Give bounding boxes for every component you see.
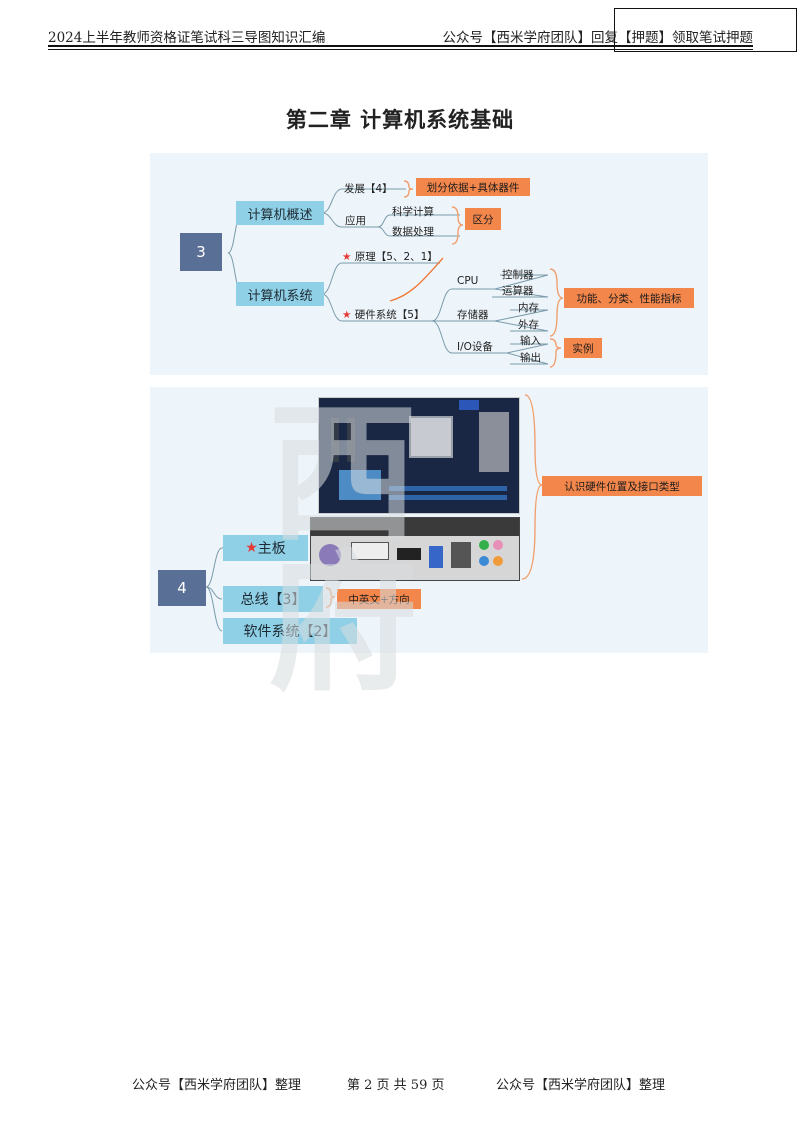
label-input: 输入 [520, 335, 541, 347]
header-highlight-box [614, 8, 797, 52]
page-number: 第 2 页 共 59 页 [347, 1078, 445, 1093]
label-principle: ★ 原理【5、2、1】 [342, 249, 438, 264]
footer-right-text: 公众号【西米学府团队】整理 [496, 1078, 666, 1093]
mindmap-computer-system: 3 计算机概述 计算机系统 发展【4】 划分依据+具体器件 应用 科学计算 数据… [150, 153, 708, 375]
audio-jack-orange [493, 556, 503, 566]
vga-port [459, 400, 479, 410]
mindmap-motherboard: 认识硬件位置及接口类型 4 ★主板 总线【3】 中英文+方向 软件系统【2】 [150, 387, 708, 653]
tag-bus-chinese-english: 中英文+方向 [337, 589, 421, 609]
lan-port [451, 542, 471, 568]
label-storage: 存储器 [457, 309, 489, 321]
usb3-port [429, 546, 443, 568]
ps2-port [319, 544, 341, 566]
mindmap-connectors [227, 180, 564, 368]
watermark-logo: 西 府 [268, 388, 419, 712]
pcie-slot-2 [347, 418, 355, 462]
node-motherboard: ★主板 [223, 535, 308, 561]
node-bus: 总线【3】 [223, 586, 323, 612]
tag-example: 实例 [564, 338, 602, 358]
ram-slot-2 [389, 495, 507, 500]
motherboard-image [318, 397, 520, 514]
pcie-slot [331, 418, 339, 462]
cpu-socket [409, 416, 453, 458]
header-rule-thin [48, 49, 753, 50]
chapter-title: 第二章 计算机系统基础 [285, 108, 515, 132]
io-panel-image [310, 517, 520, 581]
label-controller: 控制器 [502, 269, 534, 281]
label-alu: 运算器 [502, 285, 534, 297]
label-external-storage: 外存 [518, 319, 539, 331]
dvi-port [351, 542, 389, 560]
audio-jack-blue [479, 556, 489, 566]
audio-jack-pink [493, 540, 503, 550]
label-io: I/O设备 [457, 341, 493, 353]
label-cpu: CPU [457, 275, 479, 287]
label-memory: 内存 [518, 302, 539, 314]
footer-left-text: 公众号【西米学府团队】整理 [132, 1078, 302, 1093]
page-header: 2024上半年教师资格证笔试科三导图知识汇编 公众号【西米学府团队】回复【押题】… [48, 24, 753, 46]
label-hardware-text: 硬件系统【5】 [354, 309, 425, 321]
node-motherboard-text: 主板 [257, 541, 286, 557]
header-rule [48, 45, 753, 47]
vrm-heatsink [479, 412, 509, 472]
chipset-heatsink [339, 470, 381, 500]
audio-jack-green [479, 540, 489, 550]
label-application: 应用 [345, 215, 366, 227]
tag-function-classification: 功能、分类、性能指标 [564, 288, 694, 308]
ram-slot [389, 486, 507, 491]
label-data-processing: 数据处理 [392, 226, 434, 238]
label-development: 发展【4】 [344, 183, 393, 195]
node-software-system: 软件系统【2】 [223, 618, 357, 644]
label-principle-text: 原理【5、2、1】 [354, 251, 438, 263]
hdmi-port [397, 548, 421, 560]
root-node-4: 4 [158, 570, 206, 606]
label-output: 输出 [520, 352, 541, 364]
header-left-text: 2024上半年教师资格证笔试科三导图知识汇编 [48, 30, 326, 46]
star-icon: ★ [245, 540, 258, 556]
tag-hardware-location: 认识硬件位置及接口类型 [542, 476, 702, 496]
node-computer-system: 计算机系统 [236, 282, 324, 306]
node-computer-overview: 计算机概述 [236, 201, 324, 225]
root-node-3: 3 [180, 233, 222, 271]
label-hardware: ★ 硬件系统【5】 [342, 307, 424, 322]
tag-distinguish: 区分 [465, 208, 501, 230]
tag-development: 划分依据+具体器件 [416, 178, 530, 196]
io-panel-top [311, 518, 519, 536]
star-icon: ★ [342, 309, 352, 321]
star-icon: ★ [342, 251, 352, 263]
header-right-text: 公众号【西米学府团队】回复【押题】领取笔试押题 [442, 30, 754, 46]
label-sci-computing: 科学计算 [392, 206, 434, 218]
